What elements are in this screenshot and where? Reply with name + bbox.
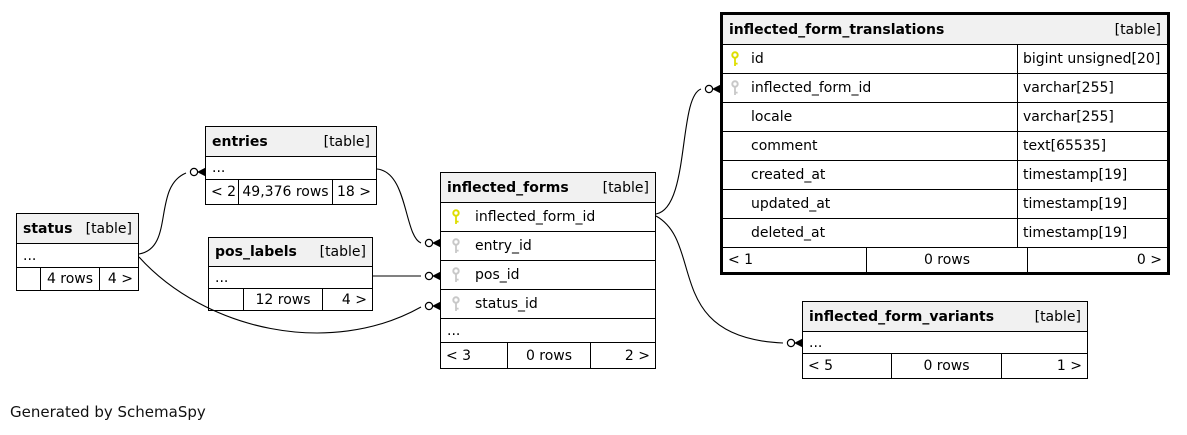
footer-parents: < 2: [211, 184, 237, 200]
table-footer: < 5 0 rows 1 >: [803, 353, 1087, 378]
column-row-inflected-form-id[interactable]: inflected_form_id: [441, 202, 655, 231]
endpoint-inflected-entry-id: [424, 238, 441, 248]
column-row-comment[interactable]: comment text[65535]: [723, 131, 1167, 160]
collapsed-columns-row: ...: [441, 318, 655, 342]
table-footer: < 3 0 rows 2 >: [441, 342, 655, 368]
foreign-key-icon: [441, 296, 475, 312]
column-type: text[65535]: [1017, 132, 1167, 160]
column-type: varchar[255]: [1017, 74, 1167, 102]
column-row-updated-at[interactable]: updated_at timestamp[19]: [723, 189, 1167, 218]
endpoint-translations-inflected-form-id: [704, 84, 721, 94]
column-name: comment: [751, 138, 818, 154]
footer-rowcount: 4 rows: [40, 268, 100, 290]
column-name: locale: [751, 109, 793, 125]
table-tag: [table]: [323, 133, 370, 150]
edge-inflected-forms-translations: [655, 88, 702, 215]
table-tag: [table]: [85, 220, 132, 237]
foreign-key-icon: [441, 238, 475, 254]
foreign-key-icon: [441, 267, 475, 283]
table-inflected-form-translations: inflected_form_translations [table] id b…: [720, 12, 1170, 275]
generated-by-note: Generated by SchemaSpy: [10, 403, 206, 421]
column-name: status_id: [475, 296, 538, 312]
table-title[interactable]: inflected_form_translations: [729, 21, 945, 38]
table-inflected-forms: inflected_forms [table] inflected_form_i…: [440, 172, 656, 369]
table-status: status [table] ... 4 rows 4 >: [16, 213, 139, 291]
foreign-key-icon: [723, 80, 751, 96]
column-name: deleted_at: [751, 225, 826, 241]
footer-parents: < 3: [446, 347, 472, 364]
column-name: id: [751, 51, 764, 67]
column-name: created_at: [751, 167, 826, 183]
column-name: inflected_form_id: [751, 80, 872, 96]
table-tag: [table]: [319, 244, 366, 260]
table-footer: 12 rows 4 >: [209, 288, 372, 310]
footer-parents: [209, 289, 243, 310]
column-row-pos-id[interactable]: pos_id: [441, 260, 655, 289]
collapsed-columns-row: ...: [17, 243, 138, 267]
column-type: varchar[255]: [1017, 103, 1167, 131]
footer-children: 1 >: [1056, 358, 1082, 374]
table-footer: < 2 49,376 rows 18 >: [206, 179, 376, 204]
table-pos-labels-header[interactable]: pos_labels [table]: [209, 238, 372, 266]
footer-children: 4 >: [107, 271, 133, 287]
footer-children: 2 >: [624, 347, 650, 364]
column-type: timestamp[19]: [1017, 190, 1167, 218]
endpoint-entries: [189, 167, 206, 177]
column-name: updated_at: [751, 196, 831, 212]
column-row-created-at[interactable]: created_at timestamp[19]: [723, 160, 1167, 189]
table-tag: [table]: [1114, 21, 1161, 38]
table-footer: 4 rows 4 >: [17, 267, 138, 290]
footer-children: 4 >: [341, 291, 367, 308]
table-entries: entries [table] ... < 2 49,376 rows 18 >: [205, 126, 377, 205]
column-type: timestamp[19]: [1017, 161, 1167, 189]
column-row-deleted-at[interactable]: deleted_at timestamp[19]: [723, 218, 1167, 247]
footer-parents: [17, 268, 40, 290]
column-row-id[interactable]: id bigint unsigned[20]: [723, 44, 1167, 73]
table-tag: [table]: [602, 179, 649, 196]
collapsed-columns-row: ...: [209, 266, 372, 288]
endpoint-inflected-status-id: [424, 301, 441, 311]
footer-rowcount: 0 rows: [507, 343, 591, 368]
table-title[interactable]: pos_labels: [215, 244, 297, 260]
table-inflected-form-variants: inflected_form_variants [table] ... < 5 …: [802, 301, 1088, 379]
column-type: bigint unsigned[20]: [1017, 45, 1167, 73]
primary-key-icon: [441, 209, 475, 225]
footer-parents: < 1: [728, 252, 754, 268]
edge-status-entries: [138, 172, 187, 255]
footer-parents: < 5: [808, 358, 834, 374]
footer-rowcount: 12 rows: [243, 289, 323, 310]
footer-rowcount: 0 rows: [866, 248, 1028, 272]
footer-rowcount: 0 rows: [891, 354, 1002, 378]
table-inflected-form-translations-header[interactable]: inflected_form_translations [table]: [723, 15, 1167, 44]
column-name: entry_id: [475, 238, 532, 254]
column-name: pos_id: [475, 267, 520, 283]
footer-children: 18 >: [337, 184, 371, 200]
primary-key-icon: [723, 51, 751, 67]
endpoint-inflected-pos-id: [424, 271, 441, 281]
table-pos-labels: pos_labels [table] ... 12 rows 4 >: [208, 237, 373, 311]
table-inflected-forms-header[interactable]: inflected_forms [table]: [441, 173, 655, 202]
column-row-locale[interactable]: locale varchar[255]: [723, 102, 1167, 131]
footer-rowcount: 49,376 rows: [238, 180, 333, 204]
table-entries-header[interactable]: entries [table]: [206, 127, 376, 156]
table-title[interactable]: status: [23, 220, 73, 237]
column-row-entry-id[interactable]: entry_id: [441, 231, 655, 260]
table-title[interactable]: inflected_forms: [447, 179, 569, 196]
table-title[interactable]: inflected_form_variants: [809, 308, 995, 325]
table-title[interactable]: entries: [212, 133, 268, 150]
table-footer: < 1 0 rows 0 >: [723, 247, 1167, 272]
column-row-inflected-form-id[interactable]: inflected_form_id varchar[255]: [723, 73, 1167, 102]
endpoint-variants: [786, 338, 803, 348]
collapsed-columns-row: ...: [803, 331, 1087, 353]
table-status-header[interactable]: status [table]: [17, 214, 138, 243]
collapsed-columns-row: ...: [206, 156, 376, 179]
table-tag: [table]: [1034, 308, 1081, 325]
column-name: inflected_form_id: [475, 209, 596, 225]
footer-children: 0 >: [1136, 252, 1162, 268]
table-inflected-form-variants-header[interactable]: inflected_form_variants [table]: [803, 302, 1087, 331]
edge-entries-inflected-forms: [376, 168, 422, 244]
column-type: timestamp[19]: [1017, 219, 1167, 247]
column-row-status-id[interactable]: status_id: [441, 289, 655, 318]
